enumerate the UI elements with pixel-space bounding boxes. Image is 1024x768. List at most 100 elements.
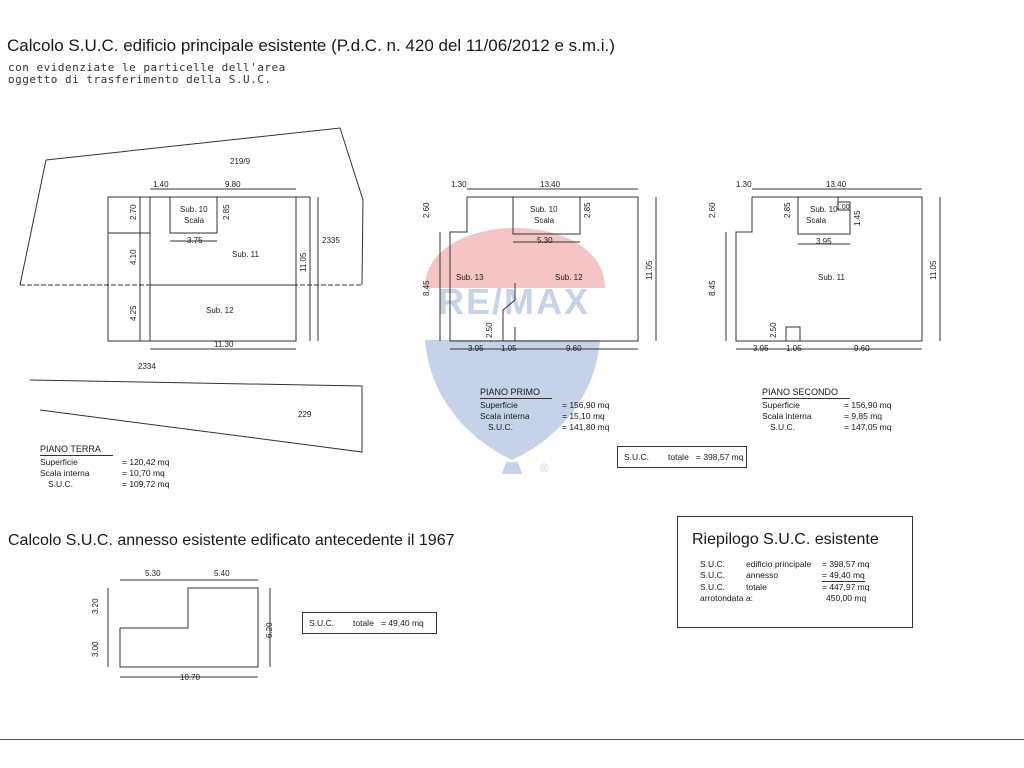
table-value: = 147,05 mq: [844, 422, 892, 432]
piano-primo-header: PIANO PRIMO: [480, 387, 553, 399]
parcel-label-219-9: 219/9: [230, 157, 251, 166]
pp-dim-1-05: 1.05: [501, 344, 517, 353]
annex-suc-total-label: totale: [353, 617, 374, 628]
summary-c1: S.U.C.: [700, 570, 726, 580]
annex-title: Calcolo S.U.C. annesso esistente edifica…: [8, 532, 455, 549]
piano-secondo-table: PIANO SECONDO Superficie= 156,90 mq Scal…: [762, 387, 914, 433]
summary-c3: 450,00 mq: [826, 593, 867, 603]
page-title: Calcolo S.U.C. edificio principale esist…: [7, 36, 615, 55]
table-label: Superficie: [480, 400, 518, 410]
table-value: = 156,90 mq: [844, 400, 892, 410]
table-row: arrotondata a: 450,00 mq: [700, 593, 912, 604]
page-subtitle: con evidenziate le particelle dell'area …: [8, 62, 286, 86]
piano-terra-plan: [107, 188, 319, 350]
table-row: Scala interna= 9,85 mq: [762, 411, 914, 422]
pt-dim-3-75: 3.75: [187, 236, 203, 245]
pt-dim-4-25: 4.25: [129, 305, 138, 321]
annex-dim-6-20: 6.20: [265, 622, 274, 638]
pp-dim-2-85: 2.85: [583, 202, 592, 218]
table-row: S.U.C.= 141,80 mq: [480, 422, 632, 433]
subtitle-line-2: oggetto di trasferimento della S.U.C.: [8, 73, 272, 86]
summary-table: S.U.C.edificio principale= 398,57 mq S.U…: [700, 559, 912, 604]
table-label: Scala interna: [480, 411, 530, 421]
ps-dim-9-60: 9.60: [854, 344, 870, 353]
summary-box: Riepilogo S.U.C. esistente S.U.C. edifici…: [677, 516, 913, 628]
pp-dim-11-05: 11.05: [645, 260, 654, 280]
table-row: S.U.C. = 147,05 mq: [762, 422, 914, 433]
summary-c1: arrotondata a:: [700, 593, 753, 603]
remax-watermark: RE/MAX ®: [425, 228, 605, 475]
table-value: = 109,72 mq: [122, 479, 170, 489]
ps-dim-1-45: 1.45: [853, 210, 862, 226]
ps-dim-2-85: 2.85: [783, 202, 792, 218]
table-value: = 120,42 mq: [122, 457, 170, 467]
pp-dim-2-60: 2.60: [422, 202, 431, 218]
pp-room-sub12: Sub. 12: [555, 273, 583, 282]
annex-dim-10-70: 10.70: [180, 673, 201, 682]
summary-c2: totale: [746, 582, 767, 592]
piano-primo-table: PIANO PRIMO Superficie = 156,90 mq Scala …: [480, 387, 632, 433]
ps-dim-3-95: 3.95: [816, 237, 832, 246]
pp-dim-2-50: 2.50: [485, 322, 494, 338]
table-row: S.U.C.edificio principale= 398,57 mq: [700, 559, 912, 570]
table-label: S.U.C.: [770, 422, 796, 432]
ps-dim-2-60: 2.60: [708, 202, 717, 218]
pt-room-sub12: Sub. 12: [206, 306, 234, 315]
annex-dim-3-00: 3.00: [91, 641, 100, 657]
pp-dim-8-45: 8.45: [422, 280, 431, 296]
parcel-label-2334: 2334: [138, 362, 156, 371]
annex-suc-value: = 49,40 mq: [381, 617, 424, 628]
ps-dim-8-45: 8.45: [708, 280, 717, 296]
page-bottom-border: [0, 739, 1024, 740]
summary-title: Riepilogo S.U.C. esistente: [692, 531, 879, 548]
pt-dim-2-85: 2.85: [222, 204, 231, 220]
pt-dim-11-30: 11.30: [214, 340, 234, 349]
ps-dim-1-30: 1.30: [736, 180, 752, 189]
pp-room-sub10: Sub. 10: [530, 205, 558, 214]
remax-registered-mark: ®: [540, 461, 549, 475]
pp-dim-9-60: 9.60: [566, 344, 582, 353]
ps-dim-13-40: 13.40: [826, 180, 847, 189]
parcel-label-2335: 2335: [322, 236, 340, 245]
table-row: Scala interna = 10,70 mq: [40, 468, 192, 479]
summary-c2: edificio principale: [746, 559, 812, 569]
table-label: Superficie: [40, 457, 78, 467]
table-row: Scala interna = 15,10 mq: [480, 411, 632, 422]
pt-dim-9-80: 9.80: [225, 180, 241, 189]
parcel-outlines: [19, 127, 364, 453]
pt-room-scala: Scala: [184, 216, 205, 225]
total-suc-box: S.U.C. totale = 398,57 mq: [617, 446, 747, 468]
table-value: = 141,80 mq: [562, 422, 610, 432]
total-suc-value: = 398,57 mq: [696, 451, 744, 462]
table-label: Scala interna: [40, 468, 90, 478]
table-label: S.U.C.: [48, 479, 74, 489]
table-value: = 9,85 mq: [844, 411, 883, 421]
ps-room-scala: Scala: [806, 216, 827, 225]
annex-dim-5-30: 5.30: [145, 569, 161, 578]
remax-watermark-text: RE/MAX: [438, 281, 590, 322]
annex-suc-label: S.U.C.: [309, 617, 335, 628]
table-value: = 15,10 mq: [562, 411, 605, 421]
table-label: Superficie: [762, 400, 800, 410]
ps-dim-1-00: 1.00: [836, 204, 850, 211]
table-value: = 156,90 mq: [562, 400, 610, 410]
table-value: = 10,70 mq: [122, 468, 165, 478]
ps-dim-3-95b: 3.95: [753, 344, 769, 353]
piano-terra-header: PIANO TERRA: [40, 444, 113, 456]
piano-primo-plan: [439, 188, 657, 350]
pt-room-sub10: Sub. 10: [180, 205, 208, 214]
ps-room-sub10: Sub. 10: [810, 205, 838, 214]
pt-dim-4-10: 4.10: [129, 249, 138, 265]
summary-c1: S.U.C.: [700, 559, 726, 569]
pp-dim-1-30: 1.30: [451, 180, 467, 189]
annex-dim-5-40: 5.40: [214, 569, 230, 578]
summary-c2: annesso: [746, 570, 779, 580]
table-row: S.U.C. totale = 447,97 mq: [700, 582, 912, 593]
summary-c3: = 447,97 mq: [822, 582, 870, 592]
ps-dim-2-50: 2.50: [769, 322, 778, 338]
annex-suc-box: S.U.C. totale = 49,40 mq: [302, 612, 437, 634]
summary-c1: S.U.C.: [700, 582, 726, 592]
ps-dim-11-05: 11.05: [929, 260, 938, 280]
table-row: Superficie = 156,90 mq: [762, 400, 914, 411]
